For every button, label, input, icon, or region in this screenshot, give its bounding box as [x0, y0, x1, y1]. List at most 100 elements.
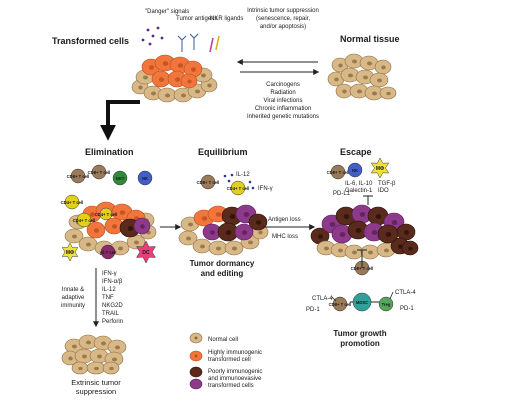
- legend-poorly-line-1: Poorly immunogenic: [208, 369, 262, 375]
- cluster-escape-cell-4-nucleus: [375, 213, 382, 220]
- mediator-il12: IL-12: [102, 287, 116, 293]
- cluster-elim-cell-4-nucleus: [133, 240, 140, 245]
- pdl1-label: PD-L1: [333, 191, 351, 197]
- escape-cluster: [310, 204, 419, 260]
- elim-cd4-low-label: CD4+ T cell: [73, 218, 96, 223]
- elim-cd8-mid: [91, 164, 107, 180]
- cluster-equil-cell-11-nucleus: [255, 220, 262, 225]
- intrinsic-suppression-text: Intrinsic tumor suppression (senescence,…: [247, 8, 319, 30]
- equilibrium-title: Equilibrium: [198, 147, 248, 157]
- promotion-line-1: Tumor growth: [333, 329, 386, 338]
- equil-cd4: [230, 180, 246, 196]
- tgf-label: TGF-β: [378, 181, 396, 187]
- cluster-extr-cell-0-nucleus: [71, 344, 78, 349]
- elim-cd4-left-label: CD4+ T cell: [61, 200, 84, 205]
- cluster-normal-cell-10-nucleus: [371, 91, 378, 96]
- cluster-normal-cell-2-nucleus: [366, 61, 373, 66]
- legend-poorly-purple-swatch: [189, 378, 203, 390]
- escape-mphi-label: MΦ: [376, 166, 384, 172]
- cluster-extr-cell-7-nucleus: [111, 357, 118, 362]
- cluster-top-cell-12-nucleus: [158, 77, 165, 82]
- cluster-elim-cell-0-nucleus: [71, 234, 78, 239]
- cluster-escape-cell-13-nucleus: [339, 231, 346, 238]
- cluster-escape-cell-14-nucleus: [355, 227, 362, 234]
- elim-nk: [137, 170, 153, 186]
- legend-poorly-line-2: and immunoevasive: [208, 376, 262, 382]
- cluster-escape-cell-5-nucleus: [391, 219, 398, 226]
- escape-treg-label: Treg: [382, 302, 391, 307]
- cluster-extr-cell-1-nucleus: [85, 340, 92, 345]
- cluster-equil-cell-8-nucleus: [215, 212, 222, 217]
- legend-poorly-dark-swatch: [189, 366, 203, 378]
- equil-cytokine-dot-4: [251, 186, 255, 190]
- cluster-normal-cell-4-nucleus: [334, 77, 339, 82]
- escape-cd8-top-label: CD8+ T cell: [327, 170, 350, 175]
- cluster-elim-cell-10-nucleus: [119, 210, 126, 215]
- mediator-tnf: TNF: [102, 295, 114, 301]
- causes-list: Carcinogens Radiation Viral infections C…: [247, 82, 319, 120]
- escape-treg: [378, 296, 394, 312]
- elim-nkt: [112, 170, 128, 186]
- cause-mutations: Inherited genetic mutations: [247, 114, 319, 120]
- equil-cytokine-dot-2: [230, 173, 234, 177]
- transformed-cell-cluster: [131, 26, 220, 103]
- cause-inflammation: Chronic inflammation: [255, 106, 311, 112]
- cluster-normal-cell-5-nucleus: [347, 73, 354, 78]
- cluster-extr-cell-3-nucleus: [114, 345, 121, 350]
- dormancy-line-2: and editing: [201, 269, 244, 278]
- normal-tissue-cluster: [327, 53, 397, 101]
- antigen-fork-0: [177, 35, 187, 41]
- mediator-trail: TRAIL: [102, 311, 120, 317]
- equil-cytokine-dot-3: [248, 180, 252, 184]
- cluster-normal-cell-8-nucleus: [342, 89, 347, 94]
- cluster-equil-cell-10-nucleus: [243, 211, 250, 218]
- extrinsic-line-1: Extrinsic tumor: [71, 378, 121, 387]
- elim-mphi-label: MΦ: [66, 250, 74, 256]
- elim-cd4-low: [76, 212, 92, 228]
- elim-dc-label: DC: [142, 250, 150, 256]
- elim-cd4-center-label: CD4+ T cell: [95, 212, 118, 217]
- innate-line-1: Innate &: [62, 287, 84, 293]
- legend-immunogenic-line-1: Highly immunogenic: [208, 350, 262, 356]
- extrinsic-line-2: suppression: [76, 387, 116, 396]
- cytokine-line-1: IL-6, IL-10: [345, 181, 373, 187]
- escape-nk: [347, 162, 363, 178]
- elim-mphi: [61, 242, 79, 262]
- cluster-equil-cell-0-nucleus: [185, 236, 192, 241]
- cluster-equil-cell-3-nucleus: [231, 246, 238, 251]
- transformed-cells-title-text: Transformed cells: [52, 36, 129, 46]
- cluster-equil-cell-2-nucleus: [215, 246, 222, 251]
- cluster-escape-cell-7-nucleus: [323, 246, 330, 251]
- cluster-escape-cell-8-nucleus: [337, 248, 344, 253]
- cluster-normal-cell-9-nucleus: [356, 89, 363, 94]
- escape-title: Escape: [340, 147, 372, 157]
- il12-label: IL-12: [236, 172, 250, 178]
- intrinsic-line-1: Intrinsic tumor suppression: [247, 8, 319, 14]
- cluster-elim-cell-15-nucleus: [140, 224, 145, 229]
- cause-radiation: Radiation: [270, 90, 295, 96]
- cluster-elim-cell-12-nucleus: [93, 228, 100, 233]
- cluster-top-cell-7-nucleus: [200, 73, 207, 78]
- elim-cd4-left: [64, 194, 80, 210]
- elim-cd8-mid-label: CD8+ T cell: [88, 170, 111, 175]
- cluster-equil-cell-14-nucleus: [241, 230, 248, 235]
- innate-adaptive-label: Innate & adaptive immunity: [61, 287, 85, 309]
- cluster-top-cell-14-nucleus: [187, 79, 192, 84]
- elim-gd: [100, 244, 116, 260]
- escape-cd8-low-label: CD8+ T cell: [329, 302, 352, 307]
- mediator-perforin: Perforin: [102, 319, 123, 325]
- pd1-left-label: PD-1: [306, 307, 320, 313]
- cause-carcinogens: Carcinogens: [266, 82, 300, 88]
- elim-nk-label: NK: [142, 176, 148, 181]
- cluster-extr-cell-5-nucleus: [81, 354, 88, 359]
- cluster-normal-cell-3-nucleus: [381, 65, 386, 70]
- cytokine-line-2: Galectin-1: [345, 188, 373, 194]
- elim-cd8-top-label: CD8+ T cell: [67, 174, 90, 179]
- equil-cytokine-dot-0: [223, 174, 227, 178]
- escape-mphi: [370, 157, 390, 179]
- cluster-top-cell-9-nucleus: [162, 61, 169, 66]
- cluster-extr-cell-8-nucleus: [78, 366, 83, 371]
- cluster-escape-cell-17-nucleus: [408, 246, 413, 251]
